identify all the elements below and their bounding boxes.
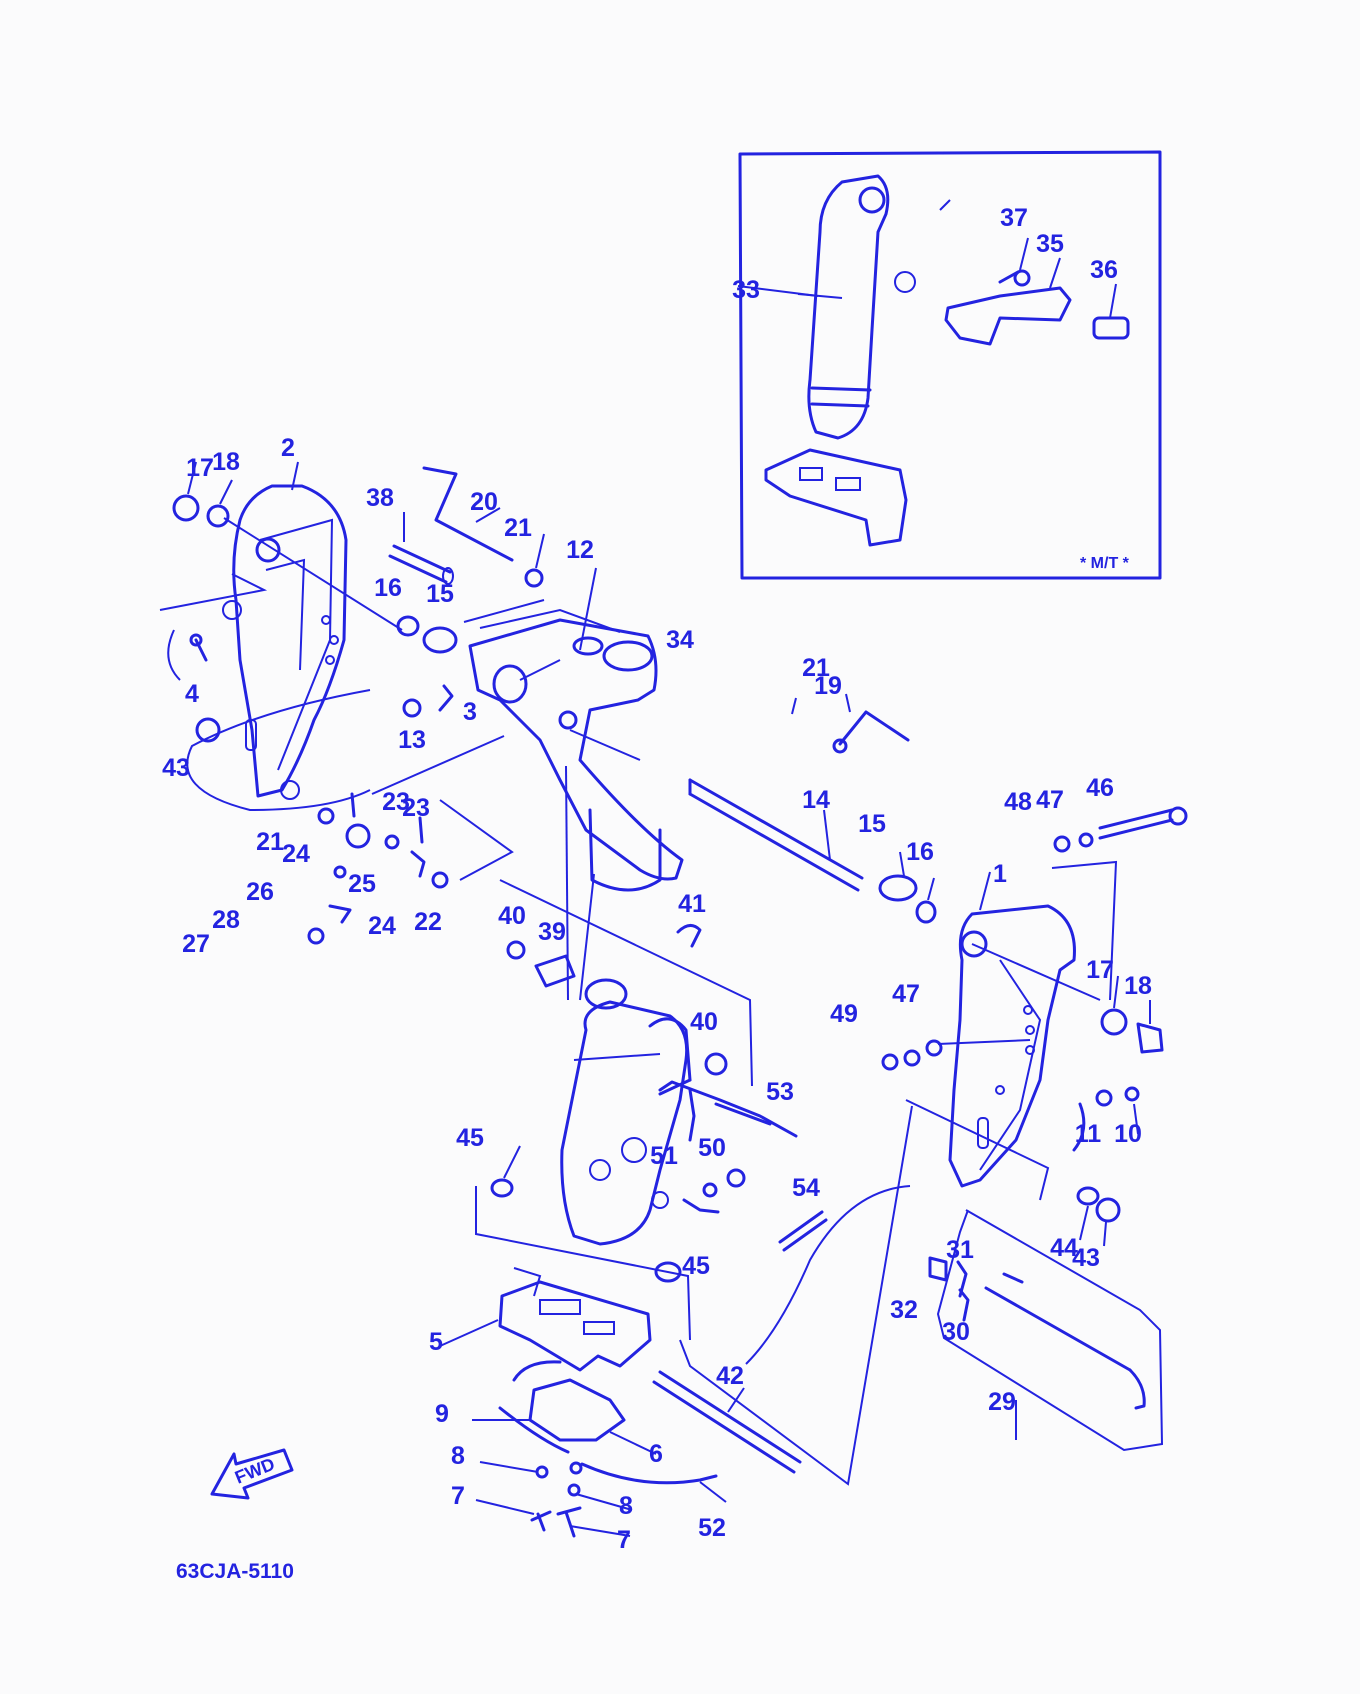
callout-5: 5 [429,1328,443,1356]
trim-rod-group [928,1209,1164,1452]
callout-22: 22 [414,908,442,936]
callout-47: 47 [1036,786,1064,814]
inset-mt-version: * M/T * [737,150,1162,580]
callout-18: 18 [1124,972,1152,1000]
clamp-bracket-right [881,806,1188,1223]
callout-38: 38 [366,484,394,512]
callout-51: 51 [650,1142,678,1170]
callout-12: 12 [566,536,594,564]
bushing-15-right [878,874,937,924]
callout-29: 29 [988,1388,1016,1416]
callout-45: 45 [682,1252,710,1280]
callout-30: 30 [942,1318,970,1346]
callout-7: 7 [451,1482,465,1510]
callout-50: 50 [698,1134,726,1162]
callout-16: 16 [906,838,934,866]
clamp-bracket-left [159,484,403,812]
leader-lines [187,237,1151,1537]
connecting-cable [745,1185,911,1365]
callout-27: 27 [182,930,210,958]
inset-tag: * M/T * [1080,555,1130,572]
callout-21: 21 [504,514,532,542]
handle-19 [832,710,910,754]
callout-11: 11 [1075,1120,1102,1148]
callout-47: 47 [892,980,920,1008]
callout-25: 25 [348,870,376,898]
callout-19: 19 [814,672,842,700]
callout-37: 37 [1000,204,1028,232]
callout-21: 21 [256,828,284,856]
callout-34: 34 [666,626,694,654]
callout-42: 42 [716,1362,744,1390]
callout-3: 3 [463,698,477,726]
bushing-15-left [396,568,544,654]
callout-28: 28 [212,906,240,934]
callout-17: 17 [1086,956,1114,984]
swivel-bracket [463,599,684,892]
callout-2: 2 [281,434,295,462]
pin-38 [388,544,454,585]
callout-46: 46 [1086,774,1114,802]
callout-53: 53 [766,1078,794,1106]
part-code: 63CJA-5110 [176,1560,294,1583]
callout-labels: 1234567788910111213141515161617171818192… [162,204,1152,1554]
callout-21: 21 [802,654,830,682]
callout-43: 43 [1072,1244,1100,1272]
callout-23: 23 [382,788,410,816]
callout-35: 35 [1036,230,1064,258]
callout-41: 41 [678,890,706,918]
callout-44: 44 [1050,1234,1078,1262]
handle-20 [422,466,514,562]
callout-43: 43 [162,754,190,782]
callout-15: 15 [858,810,886,838]
callout-52: 52 [698,1514,726,1542]
callout-40: 40 [498,902,526,930]
callout-48: 48 [1004,788,1032,816]
callout-24: 24 [368,912,396,940]
callout-16: 16 [374,574,402,602]
callout-26: 26 [246,878,274,906]
shaft-14 [688,778,864,892]
callout-18: 18 [212,448,240,476]
fwd-arrow: FWD [210,1448,294,1500]
callout-17: 17 [186,454,214,482]
power-trim-unit [475,765,828,1341]
callout-33: 33 [732,276,760,304]
small-parts-left [307,684,514,945]
callout-24: 24 [282,840,310,868]
callout-36: 36 [1090,256,1118,284]
callout-14: 14 [802,786,830,814]
callout-9: 9 [435,1400,449,1428]
callout-8: 8 [451,1442,465,1470]
callout-31: 31 [946,1236,974,1264]
callout-45: 45 [456,1124,484,1152]
callout-4: 4 [185,680,199,708]
callout-54: 54 [792,1174,820,1202]
lower-mount [498,1105,913,1538]
callout-49: 49 [830,1000,858,1028]
callout-23: 23 [402,794,430,822]
callout-32: 32 [890,1296,918,1324]
callout-13: 13 [398,726,426,754]
callout-1: 1 [993,860,1007,888]
callout-8: 8 [619,1492,633,1520]
callout-39: 39 [538,918,566,946]
callout-15: 15 [426,580,454,608]
callout-7: 7 [617,1526,631,1554]
callout-40: 40 [690,1008,718,1036]
